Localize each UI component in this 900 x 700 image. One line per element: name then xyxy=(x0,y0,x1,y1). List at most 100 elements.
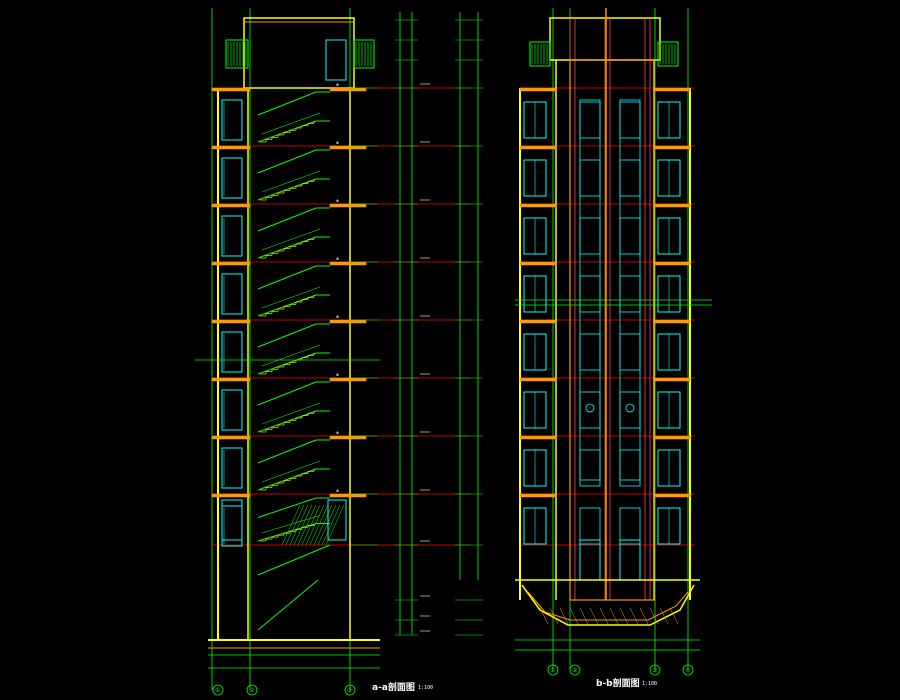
axis-label: ③ xyxy=(652,667,657,674)
stair-flight-up xyxy=(257,178,317,201)
stair-flight-back xyxy=(257,265,317,290)
floor-slab-left xyxy=(211,203,251,208)
floor-slab-left xyxy=(211,377,251,382)
b-floor-slab xyxy=(653,261,691,266)
door-window-left xyxy=(221,447,243,489)
foundation-hatch xyxy=(569,607,579,625)
floor-slab-right xyxy=(329,377,367,382)
roof-railing-right xyxy=(353,39,375,69)
axis-label: ① xyxy=(550,667,555,674)
door-window-left xyxy=(221,99,243,141)
level-tag: ± xyxy=(336,256,339,262)
stair-flight-back xyxy=(257,91,317,116)
axis-bubble xyxy=(649,664,661,676)
floor-slab-left xyxy=(211,145,251,150)
elevator-door xyxy=(579,159,601,197)
stair-flight-back xyxy=(257,439,317,464)
handrail xyxy=(261,228,321,251)
b-floor-slab xyxy=(519,87,557,92)
elevator-door xyxy=(579,217,601,255)
roof-door xyxy=(325,39,347,81)
floor-slab-left xyxy=(211,493,251,498)
hatch-line xyxy=(297,504,317,546)
hatch-line xyxy=(289,504,309,546)
axis-label: ③ xyxy=(347,687,352,694)
axis-label: ② xyxy=(249,687,255,694)
axis-label: ④ xyxy=(685,667,690,674)
b-floor-slab xyxy=(519,203,557,208)
level-tag: ± xyxy=(336,140,339,146)
elevator-door xyxy=(619,101,641,139)
floor-slab-right xyxy=(329,87,367,92)
floor-slab-left xyxy=(211,261,251,266)
floor-slab-left xyxy=(211,435,251,440)
roof-railing-left xyxy=(225,39,249,69)
b-roof-railing-right xyxy=(657,41,679,67)
floor-slab-left xyxy=(211,319,251,324)
foundation-hatch xyxy=(559,607,569,625)
foundation-hatch xyxy=(629,607,639,625)
stair-flight-up xyxy=(257,236,317,259)
stair-flight-up xyxy=(257,523,317,542)
foundation-hatch xyxy=(609,607,619,625)
stair-flight-up xyxy=(257,352,317,375)
b-floor-slab xyxy=(653,203,691,208)
elevator-pulley xyxy=(585,403,595,413)
floor-slab-left xyxy=(211,87,251,92)
foundation-pit xyxy=(521,584,695,626)
door-window-left xyxy=(221,389,243,431)
axis-bubble xyxy=(569,664,581,676)
hatch-line xyxy=(317,504,337,546)
level-tag: ± xyxy=(336,488,339,494)
hatch-line xyxy=(301,504,321,546)
elevator-door-ground xyxy=(579,539,601,581)
elevator-door xyxy=(579,101,601,139)
floor-slab-right xyxy=(329,319,367,324)
elevator-door xyxy=(579,507,601,545)
elevator-door xyxy=(619,217,641,255)
stair-flight-up xyxy=(257,468,317,491)
door-window-left xyxy=(221,331,243,373)
foundation-hatch xyxy=(669,607,679,625)
level-tag: ± xyxy=(336,314,339,320)
elevator-door xyxy=(619,333,641,371)
foundation-hatch xyxy=(579,607,589,625)
door-window-left xyxy=(221,215,243,257)
hatch-line xyxy=(325,504,345,546)
level-tag: ± xyxy=(336,372,339,378)
b-floor-slab xyxy=(519,319,557,324)
b-floor-slab xyxy=(519,377,557,382)
handrail xyxy=(261,402,321,425)
stair-flight-ground xyxy=(257,579,319,631)
floor-slab-right xyxy=(329,145,367,150)
level-tag: ± xyxy=(336,82,339,88)
hatch-line xyxy=(293,504,313,546)
elevator-pulley xyxy=(625,403,635,413)
axis-bubble xyxy=(344,684,356,696)
elevator-door xyxy=(579,449,601,487)
elevator-door-ground xyxy=(619,539,641,581)
foundation-inner xyxy=(527,591,689,621)
handrail xyxy=(261,112,321,135)
foundation-hatch xyxy=(549,607,559,625)
section-a-scale: 1:100 xyxy=(418,685,433,691)
stair-flight-back xyxy=(257,497,317,518)
roof-stair-volume xyxy=(243,17,355,89)
foundation-hatch xyxy=(639,607,649,625)
axis-label: ② xyxy=(572,667,578,674)
elevator-core xyxy=(569,59,655,601)
axis-label: ① xyxy=(215,687,220,694)
b-floor-slab xyxy=(519,435,557,440)
floor-slab-right xyxy=(329,435,367,440)
level-tag: ± xyxy=(336,430,339,436)
foundation-hatch xyxy=(599,607,609,625)
elevator-door xyxy=(619,159,641,197)
hatch-line xyxy=(313,504,333,546)
handrail xyxy=(261,515,321,534)
foundation-hatch xyxy=(589,607,599,625)
b-floor-slab xyxy=(653,87,691,92)
elevator-door xyxy=(619,507,641,545)
elevator-door xyxy=(619,275,641,313)
hatch-line xyxy=(305,504,325,546)
